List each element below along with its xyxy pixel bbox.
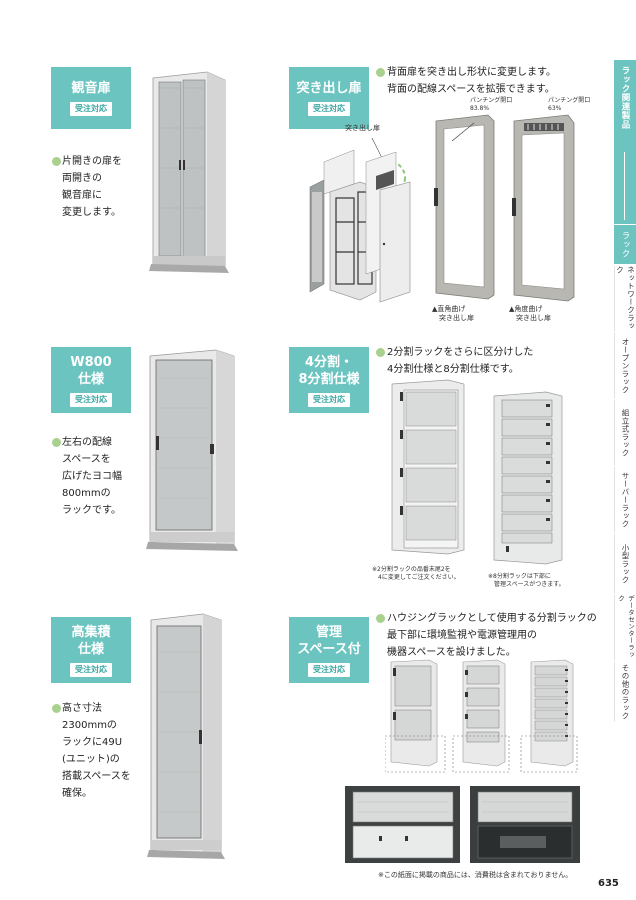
door-right-caption: ▲角度曲げ 突き出し扉 (509, 305, 551, 322)
section-title: W800 仕様 (70, 354, 112, 387)
tax-footnote: ※この紙面に掲載の商品には、消費税は含まれておりません。 (378, 871, 573, 879)
angled-door-image (512, 114, 575, 302)
side-nav-header-label: ラック関連製品 (620, 66, 630, 129)
right-angle-door-image (434, 114, 495, 300)
callout-label: 突き出し扉 (345, 124, 380, 132)
management-space-closeup-left (345, 786, 460, 863)
side-nav-item-small-rack[interactable]: 小型ラック (614, 534, 636, 594)
eight-split-rack-image (493, 391, 563, 565)
management-rack-group-image (385, 659, 578, 773)
section-description: ハウジングラックとして使用する分割ラックの 最下部に環境監視や電源管理用の 機器… (387, 613, 597, 658)
kannon-rack-image (149, 71, 229, 273)
page-number: 635 (598, 878, 619, 889)
made-to-order-badge: 受注対応 (70, 662, 112, 677)
exploded-rack-image (309, 137, 411, 303)
section-description: 片開きの扉を 両開きの 観音扉に 変更します。 (62, 156, 122, 218)
side-nav-item-other-rack[interactable]: その他のラック (614, 662, 636, 722)
section-title: 高集積 仕様 (71, 624, 111, 657)
bullet-icon (52, 157, 61, 166)
side-nav-item-open-rack[interactable]: オープンラック (614, 333, 636, 399)
four-split-note: ※2分割ラックの品番末尾2を 4に変更してご注文ください。 (372, 566, 460, 581)
made-to-order-badge: 受注対応 (308, 392, 350, 407)
bullet-icon (376, 348, 385, 357)
w800-title: W800 仕様 受注対応 (51, 347, 131, 413)
management-space-title: 管理 スペース付 受注対応 (289, 617, 369, 683)
side-nav-item-datacenter-rack[interactable]: データセンターラック (614, 595, 636, 661)
door-right-label: パンチング開口 63% (548, 97, 591, 112)
section-description: 左右の配線 スペースを 広げたヨコ幅 800mmの ラックです。 (62, 437, 122, 516)
door-left-caption: ▲直角曲げ 突き出し扉 (432, 305, 474, 322)
made-to-order-badge: 受注対応 (70, 392, 112, 407)
side-nav-item-assembly-rack[interactable]: 組立式ラック (614, 400, 636, 466)
bullet-icon (376, 614, 385, 623)
door-left-label: パンチング開口 83.8% (470, 97, 513, 112)
section-title: 突き出し扉 (296, 81, 362, 96)
w800-rack-image (146, 349, 238, 551)
section-title: 4分割・ 8分割仕様 (298, 354, 360, 387)
bullet-icon (52, 438, 61, 447)
split-rack-title: 4分割・ 8分割仕様 受注対応 (289, 347, 369, 413)
bullet-icon (376, 68, 385, 77)
high-density-rack-image (147, 613, 225, 859)
made-to-order-badge: 受注対応 (308, 662, 350, 677)
section-description: 2分割ラックをさらに区分けした 4分割仕様と8分割仕様です。 (387, 347, 534, 375)
bullet-icon (52, 704, 61, 713)
management-space-closeup-right (470, 786, 580, 863)
section-description: 高さ寸法 2300mmの ラックに49U (ユニット)の 搭載スペースを 確保。 (62, 703, 131, 799)
four-split-rack-image (391, 379, 465, 555)
kannon-door-title: 観音扉 受注対応 (51, 67, 131, 129)
section-title: 管理 スペース付 (297, 624, 361, 657)
side-nav-header: ラック関連製品 (614, 60, 636, 225)
made-to-order-badge: 受注対応 (70, 102, 112, 116)
high-density-title: 高集積 仕様 受注対応 (51, 617, 131, 683)
side-nav-item-rack[interactable]: ラック (614, 225, 636, 265)
side-nav-header-line (624, 152, 625, 220)
side-nav-item-network-rack[interactable]: ネットワークラック (614, 266, 636, 332)
side-nav-item-server-rack[interactable]: サーバーラック (614, 467, 636, 533)
section-description: 背面扉を突き出し形状に変更します。 背面の配線スペースを拡張できます。 (387, 67, 556, 95)
section-title: 観音扉 (71, 81, 111, 96)
protruding-door-title: 突き出し扉 受注対応 (289, 67, 369, 129)
eight-split-note: ※8分割ラックは下部に 管理スペースがつきます。 (488, 573, 565, 588)
made-to-order-badge: 受注対応 (308, 102, 350, 116)
